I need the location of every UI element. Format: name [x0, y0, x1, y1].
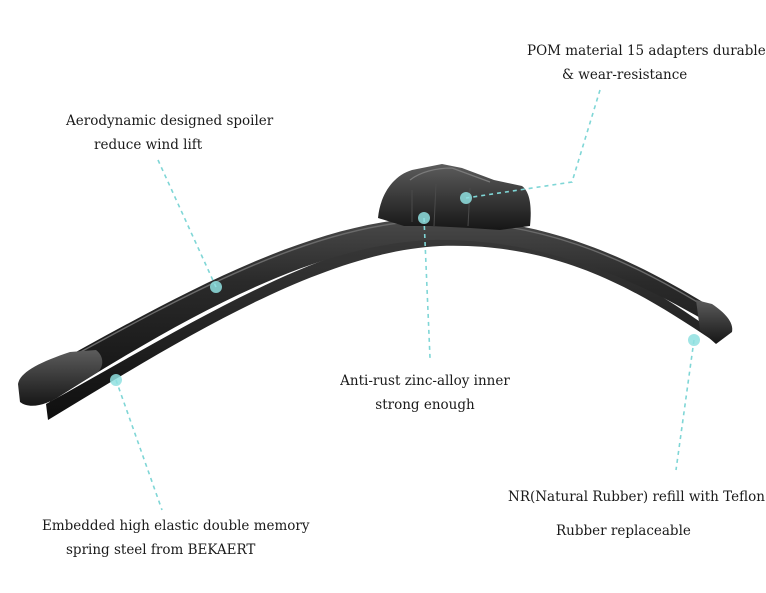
- leader-steel: [115, 379, 163, 511]
- callout-spoiler-line-1: Aerodynamic designed spoiler: [66, 113, 274, 129]
- leader-spoiler: [157, 159, 217, 288]
- callout-adapters: POM material 15 adapters durable & wear-…: [527, 39, 766, 87]
- product-image-stage: Aerodynamic designed spoiler reduce wind…: [18, 43, 766, 562]
- callout-adapters-line-1: POM material 15 adapters durable: [527, 43, 766, 59]
- dot-spoiler: [210, 281, 222, 293]
- dot-rubber: [688, 334, 700, 346]
- callout-spoiler: Aerodynamic designed spoiler reduce wind…: [66, 109, 273, 157]
- callout-rubber-line-1: NR(Natural Rubber) refill with Teflon: [508, 489, 765, 505]
- callout-spoiler-line-2: reduce wind lift: [94, 137, 203, 153]
- callout-zinc-line-1: Anti-rust zinc-alloy inner: [340, 373, 510, 389]
- right-end-cap: [696, 300, 733, 344]
- callout-adapters-line-2: & wear-resistance: [562, 67, 688, 83]
- callout-rubber-line-2: Rubber replaceable: [556, 523, 691, 539]
- blade-body: [40, 217, 714, 402]
- adapter-top-ridge: [409, 167, 491, 183]
- dot-adapters: [460, 192, 472, 204]
- left-end-cap: [18, 350, 103, 406]
- leader-rubber: [675, 339, 695, 471]
- dot-zinc: [418, 212, 430, 224]
- callout-steel-line-2: spring steel from BEKAERT: [66, 542, 256, 558]
- callout-zinc-line-2: strong enough: [375, 397, 475, 413]
- callout-zinc: Anti-rust zinc-alloy inner strong enough: [340, 369, 510, 417]
- leader-lines: [115, 89, 695, 511]
- callout-rubber: NR(Natural Rubber) refill with Teflon Ru…: [508, 480, 765, 548]
- adapter-housing: [378, 164, 531, 230]
- dot-steel: [110, 374, 122, 386]
- callout-steel-line-1: Embedded high elastic double memory: [42, 518, 310, 534]
- callout-steel: Embedded high elastic double memory spri…: [42, 514, 310, 562]
- callout-dots: [110, 192, 700, 386]
- leader-adapters: [465, 89, 601, 199]
- wiper-blade-illustration: [18, 89, 733, 511]
